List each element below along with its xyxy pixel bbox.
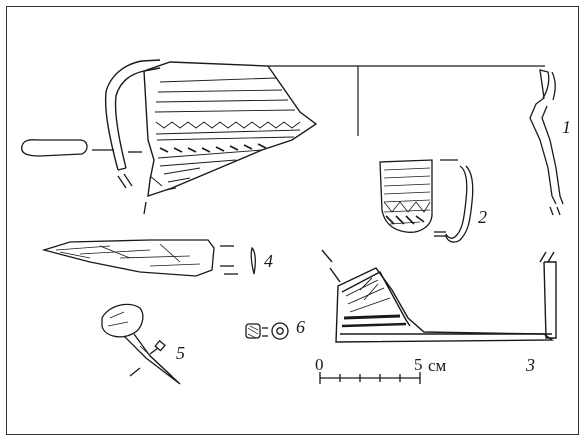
plate-border [6, 6, 579, 435]
label-item-1: 1 [562, 117, 571, 137]
label-item-4: 4 [264, 251, 273, 271]
vessel-base-3 [321, 249, 557, 343]
vessel-fragment-2 [379, 159, 474, 243]
vessel-base-3-decoration [341, 277, 407, 328]
label-item-6: 6 [296, 317, 305, 337]
label-item-2: 2 [478, 207, 487, 227]
flint-blade-4 [41, 239, 256, 277]
label-item-3: 3 [526, 355, 535, 375]
bead-6 [245, 322, 289, 340]
scale-bar [319, 372, 421, 384]
scale-end-label: 5 [414, 355, 423, 374]
scale-unit-label: см [428, 356, 447, 375]
vessel-fragment-1-decoration [149, 77, 301, 191]
nail-5 [101, 303, 181, 385]
label-item-5: 5 [176, 343, 185, 363]
vessel-1-profile-right [529, 69, 564, 216]
scale-start-label: 0 [315, 355, 324, 374]
rim-section-1 [21, 139, 147, 215]
vessel-fragment-1 [104, 59, 545, 198]
vessel-fragment-2-decoration [383, 167, 431, 225]
